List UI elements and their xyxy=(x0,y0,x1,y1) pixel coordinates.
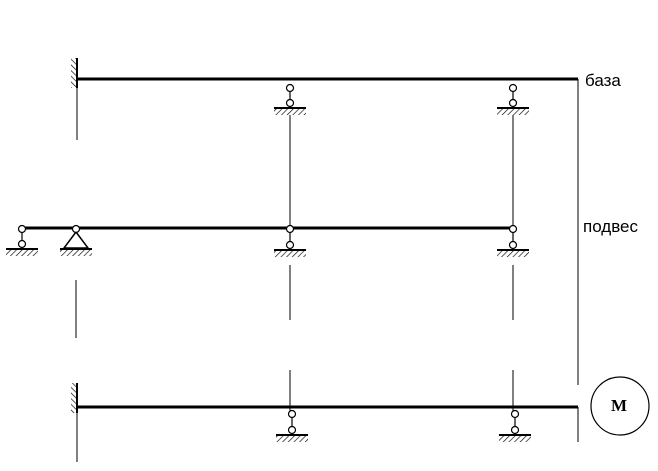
suspension-end-support xyxy=(6,224,38,256)
bottom-support-1 xyxy=(276,409,308,442)
suspension-support-2 xyxy=(497,224,529,257)
base-support-1 xyxy=(274,83,306,115)
motor-label: M xyxy=(611,396,628,415)
base-wall-hatch xyxy=(71,58,77,88)
bottom-support-2 xyxy=(499,409,531,442)
bottom-wall-hatch xyxy=(71,383,77,413)
bottom-beam-group xyxy=(71,370,579,462)
base-support-2 xyxy=(497,83,529,115)
suspension-beam-group xyxy=(6,224,529,338)
label-suspension: подвес xyxy=(583,217,639,236)
base-beam-group xyxy=(71,58,578,140)
motor-circle xyxy=(590,376,650,436)
suspension-support-1 xyxy=(274,224,306,257)
label-base: база xyxy=(585,71,621,90)
suspension-pin-support xyxy=(60,224,92,256)
